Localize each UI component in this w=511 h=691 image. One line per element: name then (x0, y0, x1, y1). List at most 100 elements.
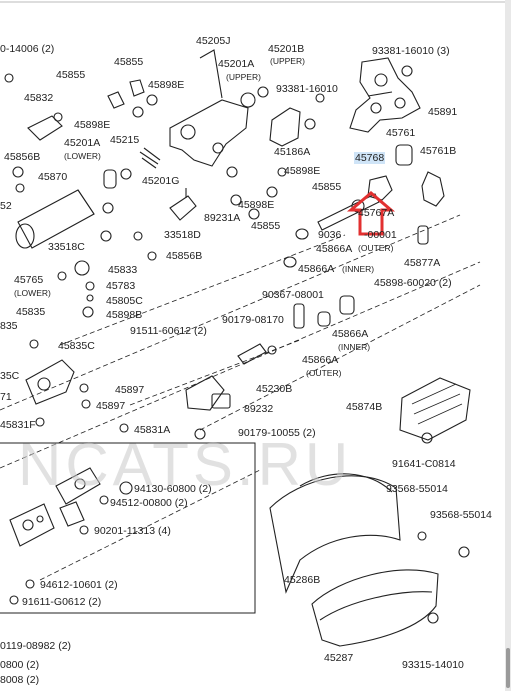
label-94512-00800: 94512-00800 (2) (110, 497, 188, 509)
bolt-cluster-45855 (107, 79, 158, 118)
label-45201G: 45201G (142, 175, 180, 187)
part-45897-2 (81, 399, 91, 409)
label-45201A-lower: 45201A (64, 137, 101, 149)
label-90201-11313: 90201-11313 (4) (94, 525, 171, 537)
assembly-guide-lines (0, 214, 481, 581)
label-upper-b: (UPPER) (270, 56, 305, 66)
bolt-90119-icon (4, 73, 14, 83)
label-45866A-inner-b: 45866A (332, 328, 369, 340)
part-45866A-inner (283, 256, 297, 268)
label-35C: 35C (0, 370, 20, 382)
watermark: NCATS.RU (18, 431, 353, 498)
label-45286B: 45286B (284, 574, 321, 586)
part-45898E-5 (230, 194, 242, 206)
label-9036: 9036 (318, 229, 342, 241)
label-45898-60020: 45898-60020 (2) (374, 277, 452, 289)
label-45287: 45287 (324, 652, 354, 664)
label-45897: 45897 (115, 384, 145, 396)
label-93381-16010: 93381-16010 (276, 83, 338, 95)
part-45856B-2 (147, 251, 157, 261)
part-45866A-inner-2 (339, 295, 355, 315)
label-45897-b: 45897 (96, 400, 126, 412)
label-45831F: 45831F (0, 419, 36, 431)
label-lower: (LOWER) (64, 151, 101, 161)
label-90179-10055: 90179-10055 (2) (238, 427, 316, 439)
part-45201A-upper (240, 92, 256, 108)
label-45877A: 45877A (404, 257, 441, 269)
part-45898E-4 (277, 167, 287, 177)
part-45767A (317, 193, 380, 231)
label-91641-C0814: 91641-C0814 (392, 458, 456, 470)
label-91611-G0612: 91611-G0612 (2) (22, 596, 102, 608)
label-0-14006: 0-14006 (2) (0, 43, 55, 55)
red-arrow (346, 191, 396, 236)
label-45870: 45870 (38, 171, 68, 183)
part-45205J-bracket (169, 49, 249, 167)
part-45761 (395, 144, 413, 166)
label-inner: (INNER) (342, 264, 375, 274)
label-45805C: 45805C (106, 295, 143, 307)
label-8008: 8008 (2) (0, 674, 40, 686)
label-45866A-outer: 45866A (316, 243, 353, 255)
label-45874B: 45874B (346, 401, 383, 413)
label-45898E: 45898E (148, 79, 185, 91)
part-45805C (86, 294, 94, 302)
label-45761: 45761 (386, 127, 416, 139)
part-45877A (417, 225, 429, 245)
part-45831F (35, 417, 45, 427)
label-45761B: 45761B (420, 145, 457, 157)
part-45870-tube (15, 189, 95, 249)
part-45761B (421, 171, 445, 207)
label-outer-b: (OUTER) (306, 368, 342, 378)
label-lower-b: (LOWER) (14, 288, 51, 298)
part-94512 (99, 495, 109, 505)
label-45898E-d: 45898E (238, 199, 275, 211)
label-45215: 45215 (110, 134, 140, 146)
part-90201 (79, 525, 89, 535)
scroll-handle[interactable] (506, 648, 510, 688)
page-edge (505, 0, 511, 691)
label-91511-60612: 91511-60612 (2) (130, 325, 207, 337)
label-45835: 45835 (16, 306, 46, 318)
label-inner-b: (INNER) (338, 342, 371, 352)
label-0119-08982: 0119-08982 (2) (0, 640, 72, 652)
part-94612 (25, 579, 35, 589)
bolt-93381-small-icon (315, 93, 325, 103)
part-90179-08170 (293, 303, 305, 329)
label-outer: (OUTER) (358, 243, 394, 253)
part-94130 (119, 481, 133, 495)
label-93381-16010-3: 93381-16010 (3) (372, 45, 450, 57)
part-45855-3 (266, 186, 278, 198)
label-89231A: 89231A (204, 212, 241, 224)
label-33518C: 33518C (48, 241, 85, 253)
part-45832 (27, 115, 63, 141)
label-45855-c: 45855 (312, 181, 342, 193)
label-45856B-b: 45856B (166, 250, 203, 262)
label-45891: 45891 (428, 106, 458, 118)
part-45215 (120, 168, 132, 180)
part-45783 (85, 281, 95, 291)
label-45783: 45783 (106, 280, 136, 292)
label-45832: 45832 (24, 92, 54, 104)
label-93568-55014-b: 93568-55014 (430, 509, 492, 521)
part-45855-4 (248, 208, 260, 220)
part-93568-screw-2 (458, 546, 470, 558)
label-0800: 0800 (2) (0, 659, 40, 671)
part-45897 (79, 383, 89, 393)
label-45768-highlighted: 45768 (354, 152, 386, 164)
label-52: 52 (0, 200, 12, 212)
part-91611 (9, 595, 19, 605)
part-45201G-spring (139, 147, 161, 169)
label-93315-14010: 93315-14010 (402, 659, 464, 671)
part-45186A (269, 107, 301, 147)
label-45201B: 45201B (268, 43, 305, 55)
label-835: 835 (0, 320, 18, 332)
part-33518D (133, 231, 143, 241)
label-93568-55014: 93568-55014 (386, 483, 448, 495)
part-45898B (82, 306, 94, 318)
part-45768 (367, 175, 393, 201)
part-45286B-upper-cover (269, 473, 401, 594)
label-94130-60800: 94130-60800 (2) (134, 483, 212, 495)
part-45831A (119, 423, 129, 433)
part-91641 (421, 432, 433, 444)
